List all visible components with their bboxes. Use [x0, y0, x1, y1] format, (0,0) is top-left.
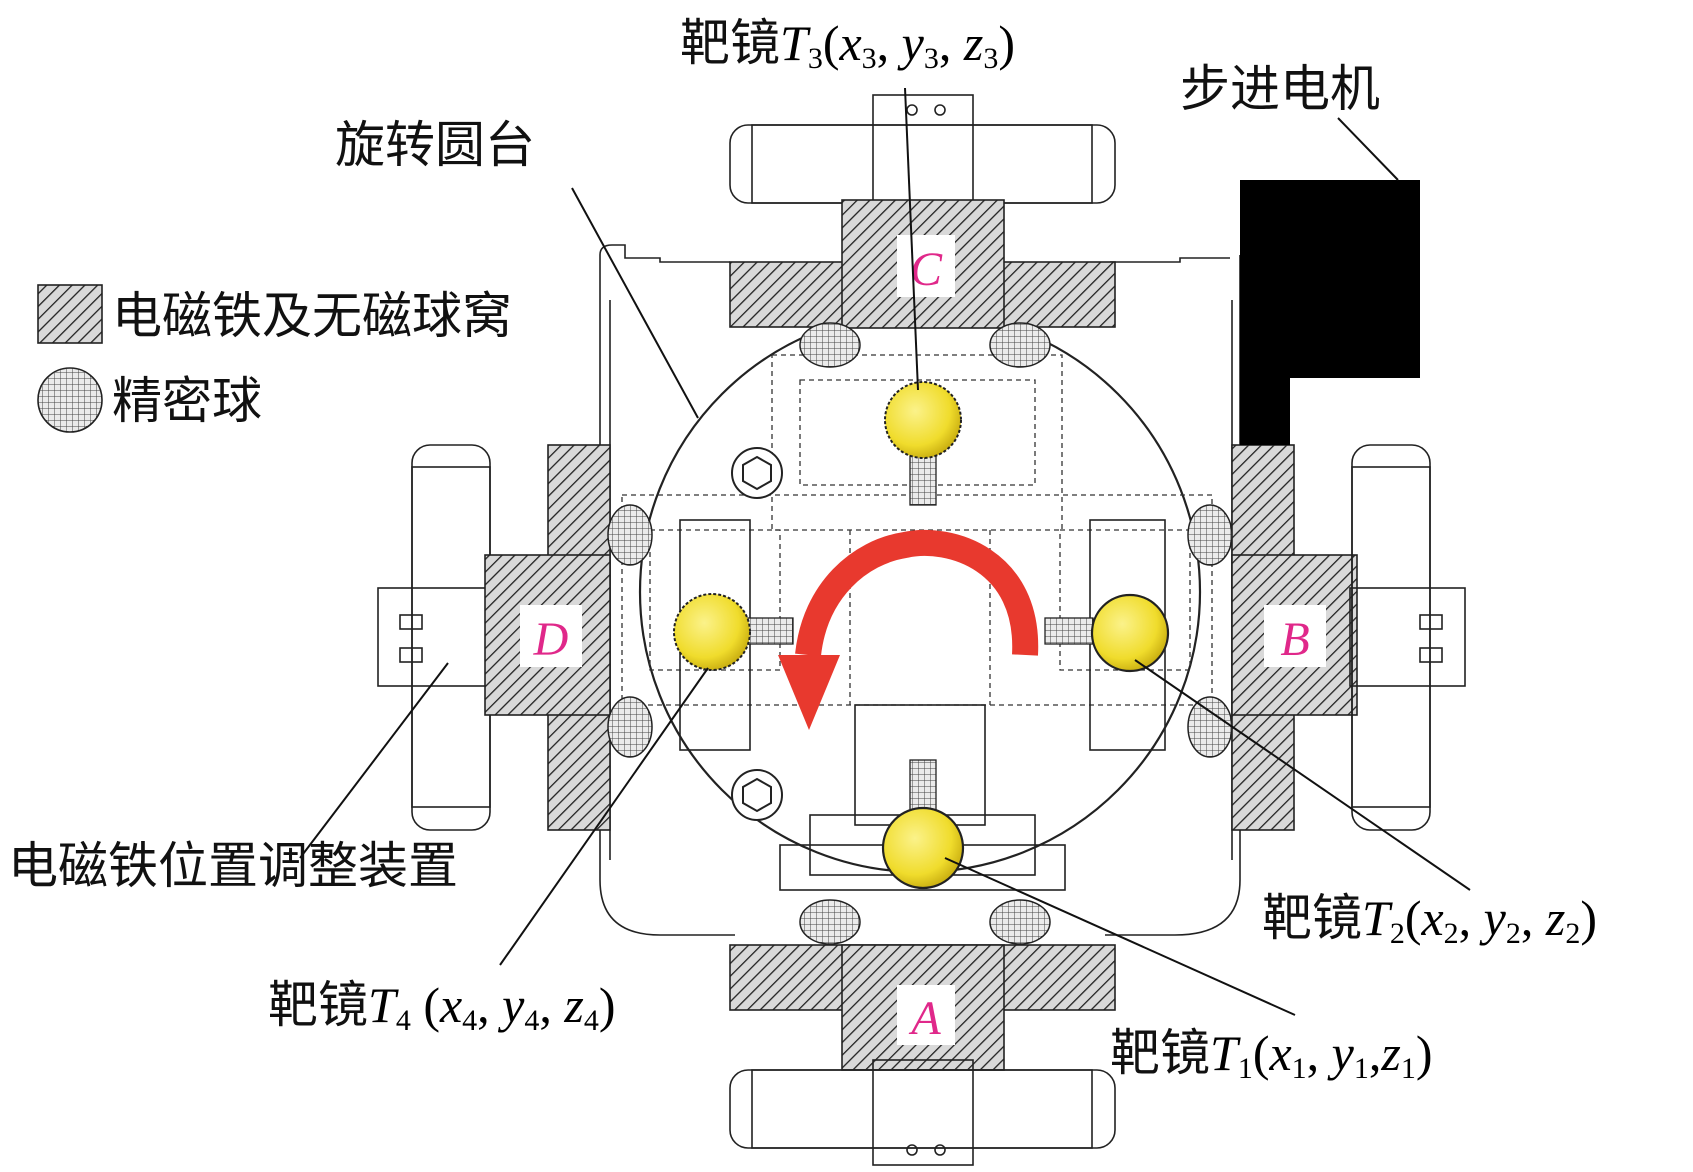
- stepper-motor: [1240, 180, 1420, 445]
- station-d: D: [377, 444, 794, 831]
- legend: 电磁铁及无磁球窝 精密球: [37, 284, 512, 433]
- rotary-table-label: 旋转圆台: [335, 116, 535, 174]
- precision-ball-t4: [673, 593, 751, 671]
- target-t4-label: 靶镜T4 (x4, y4, z4): [268, 976, 616, 1037]
- legend-ball-swatch: [37, 367, 103, 433]
- legend-ball-label: 精密球: [112, 372, 262, 430]
- target-t1-label: 靶镜T1(x1, y1,z1): [1110, 1024, 1433, 1085]
- station-a: A: [729, 759, 1116, 1166]
- target-t2-label: 靶镜T2(x2, y2, z2): [1262, 889, 1597, 950]
- station-b-letter: B: [1280, 613, 1309, 666]
- precision-ball-t2: [1090, 593, 1170, 673]
- station-c-letter: C: [910, 243, 943, 296]
- station-d-letter: D: [533, 613, 569, 666]
- leader-lines: [299, 87, 1471, 1016]
- station-a-letter: A: [908, 992, 941, 1045]
- station-b: B: [1044, 444, 1466, 831]
- precision-ball-t3: [884, 381, 962, 459]
- legend-magnet-label: 电磁铁及无磁球窝: [112, 287, 512, 345]
- rotation-arrow: [778, 529, 1039, 730]
- legend-magnet-swatch: [37, 284, 103, 344]
- socket-screw-upper: [731, 447, 783, 499]
- stepper-motor-label: 步进电机: [1180, 60, 1380, 118]
- adjuster-label: 电磁铁位置调整装置: [8, 837, 458, 895]
- socket-screw-lower: [731, 769, 783, 821]
- target-t3-label: 靶镜T3(x3, y3, z3): [680, 14, 1015, 75]
- rotary-table: [621, 310, 1213, 874]
- precision-ball-t1: [881, 806, 965, 890]
- station-c: C: [729, 94, 1116, 506]
